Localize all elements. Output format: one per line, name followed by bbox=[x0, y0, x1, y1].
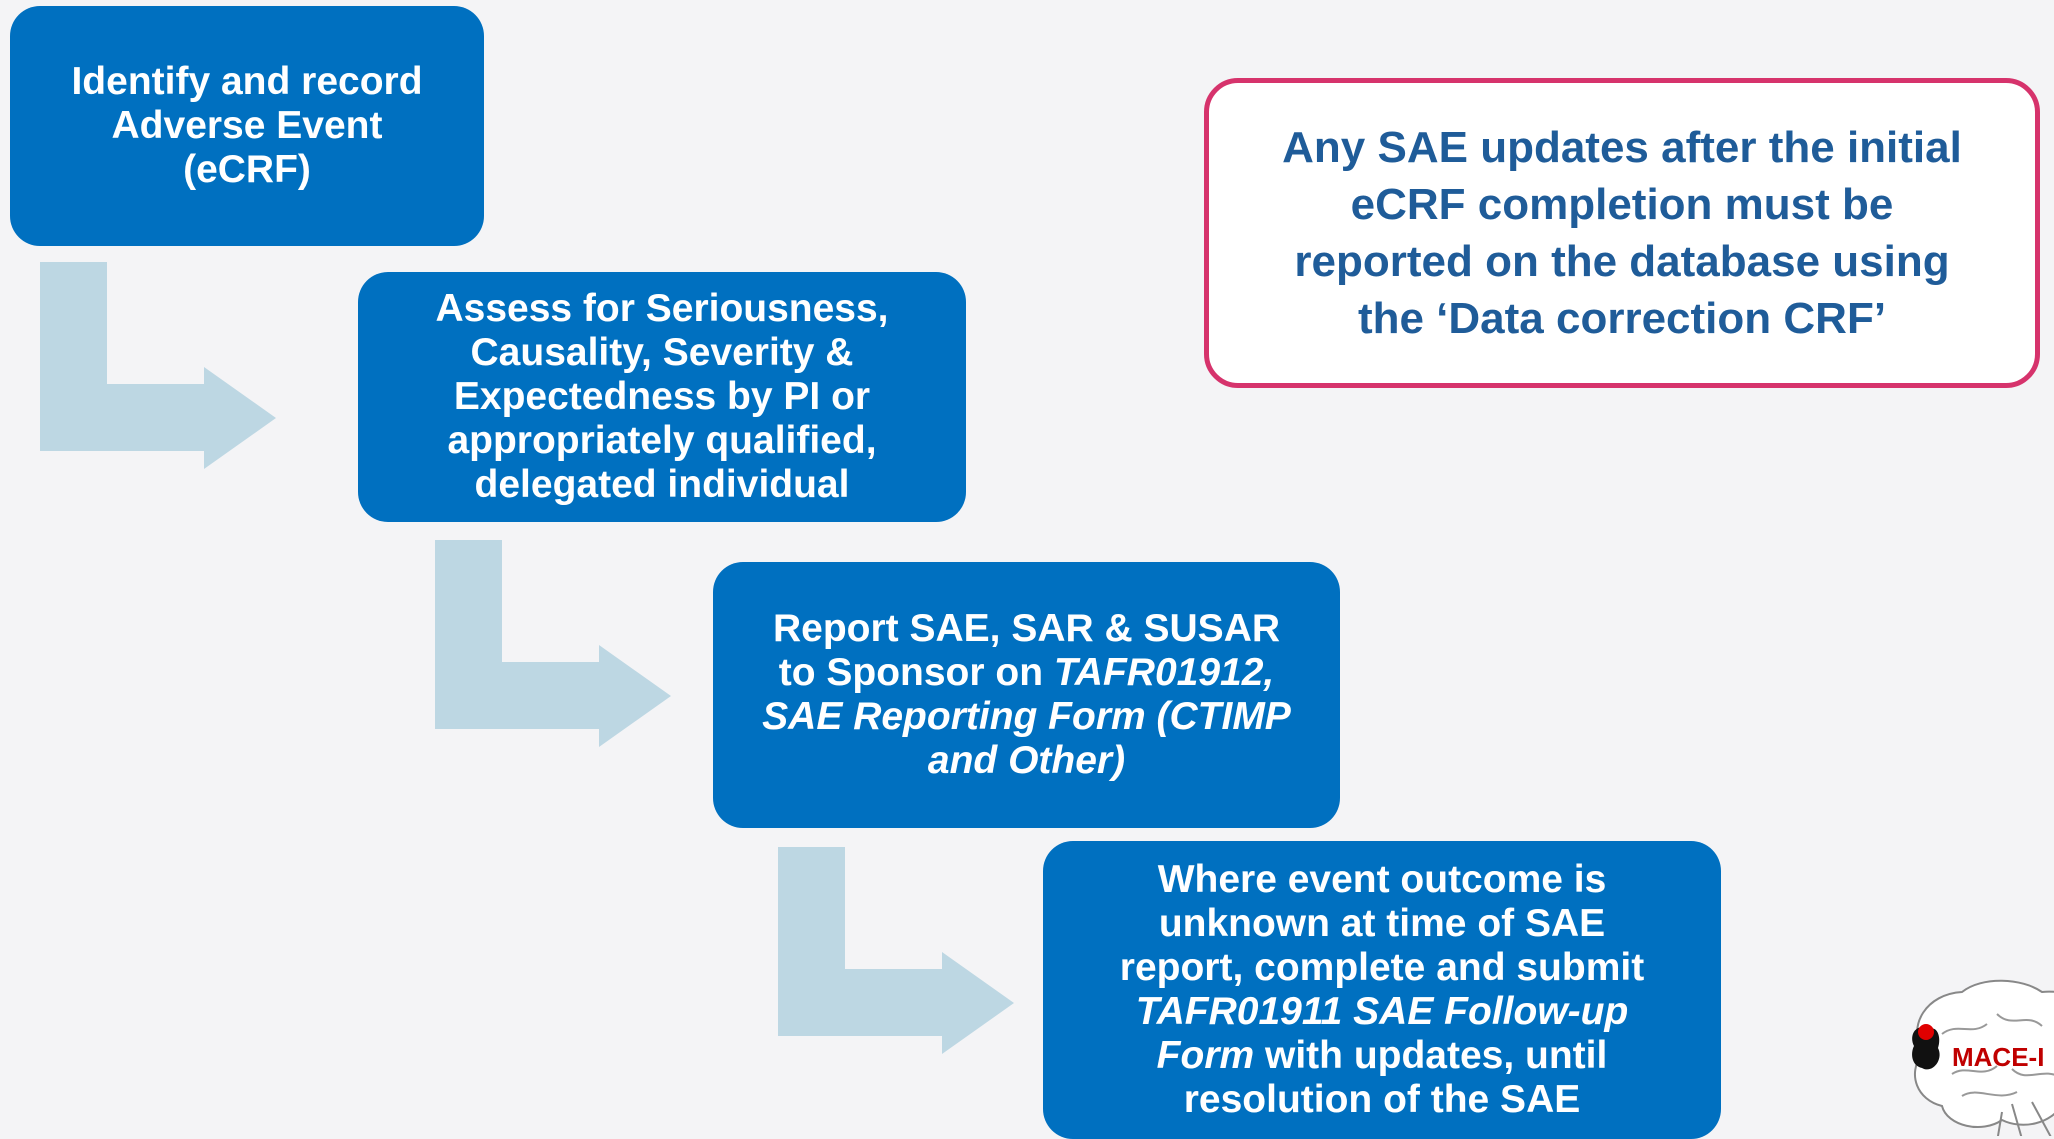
step-text: unknown at time of SAE bbox=[1158, 902, 1606, 945]
step-text: with updates, until bbox=[1254, 1034, 1608, 1077]
step-text: Adverse Event bbox=[111, 104, 383, 147]
step-text: Expectedness by PI or bbox=[453, 375, 871, 418]
step-text-line: delegated individual bbox=[475, 463, 850, 507]
step-text: Assess for Seriousness, bbox=[435, 287, 889, 330]
step-text-italic: Form bbox=[1156, 1034, 1255, 1077]
note-line: eCRF completion must be bbox=[1350, 180, 1894, 229]
step-text-line: to Sponsor on TAFR01912, bbox=[779, 651, 1275, 695]
step-text: Report SAE, SAR & SUSAR bbox=[772, 607, 1281, 650]
step-text-line: report, complete and submit bbox=[1120, 946, 1644, 990]
step-text-line: SAE Reporting Form (CTIMP bbox=[762, 695, 1291, 739]
step-text: to Sponsor on bbox=[778, 651, 1054, 694]
note-line: the ‘Data correction CRF’ bbox=[1357, 294, 1887, 343]
step-text-line: Adverse Event bbox=[112, 104, 383, 148]
mace-logo: MACE-I bbox=[1902, 974, 2054, 1136]
step-text-line: TAFR01911 SAE Follow-up bbox=[1136, 990, 1629, 1034]
step-text-line: resolution of the SAE bbox=[1184, 1078, 1581, 1122]
logo-text: MACE-I bbox=[1952, 1042, 2045, 1072]
step-text-italic: TAFR01912, bbox=[1053, 651, 1275, 694]
step-text-line: (eCRF) bbox=[183, 148, 311, 192]
step-text: Causality, Severity & bbox=[470, 331, 854, 374]
step-text-line: Identify and record bbox=[71, 60, 422, 104]
note-line: reported on the database using bbox=[1294, 237, 1950, 286]
step-text-line: unknown at time of SAE bbox=[1159, 902, 1605, 946]
step-text-line: Causality, Severity & bbox=[471, 331, 854, 375]
step-text: (eCRF) bbox=[183, 148, 311, 191]
step-text-line: Form with updates, until bbox=[1157, 1034, 1608, 1078]
elbow-arrow-1 bbox=[40, 262, 276, 469]
step-text: appropriately qualified, bbox=[447, 419, 877, 462]
elbow-arrow-3-shape bbox=[778, 847, 1014, 1054]
elbow-arrow-2 bbox=[435, 540, 671, 747]
elbow-arrow-3 bbox=[778, 847, 1014, 1054]
note-line: Any SAE updates after the initial bbox=[1282, 123, 1962, 172]
step-text-line: and Other) bbox=[928, 739, 1125, 783]
step-text: Identify and record bbox=[71, 60, 423, 103]
step-text: Where event outcome is bbox=[1157, 858, 1607, 901]
step-assess: Assess for Seriousness,Causality, Severi… bbox=[358, 272, 966, 522]
step-text-line: Expectedness by PI or bbox=[454, 375, 870, 419]
step-text: resolution of the SAE bbox=[1183, 1078, 1581, 1121]
elbow-arrow-1-shape bbox=[40, 262, 276, 469]
step-text-italic: TAFR01911 SAE Follow-up bbox=[1135, 990, 1629, 1033]
brain-logo-icon bbox=[1912, 979, 2054, 1136]
sae-updates-note: Any SAE updates after the initial eCRF co… bbox=[1204, 78, 2040, 388]
step-text: delegated individual bbox=[474, 463, 850, 506]
step-text-line: Where event outcome is bbox=[1158, 858, 1607, 902]
step-text-line: Assess for Seriousness, bbox=[435, 287, 888, 331]
step-text: report, complete and submit bbox=[1119, 946, 1645, 989]
step-text-line: appropriately qualified, bbox=[447, 419, 876, 463]
step-text-italic: SAE Reporting Form (CTIMP bbox=[762, 695, 1291, 738]
elbow-arrow-2-shape bbox=[435, 540, 671, 747]
step-text-italic: and Other) bbox=[927, 739, 1126, 782]
step-text-line: Report SAE, SAR & SUSAR bbox=[773, 607, 1280, 651]
